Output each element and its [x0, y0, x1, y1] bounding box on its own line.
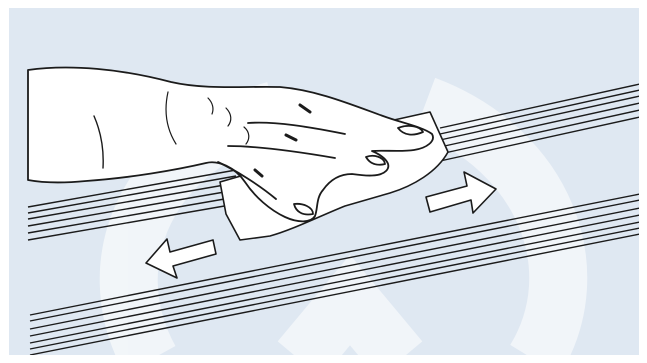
wiper-cleaning-illustration	[9, 8, 639, 355]
arrow-right-icon	[426, 172, 496, 213]
illustration-panel	[9, 8, 639, 355]
